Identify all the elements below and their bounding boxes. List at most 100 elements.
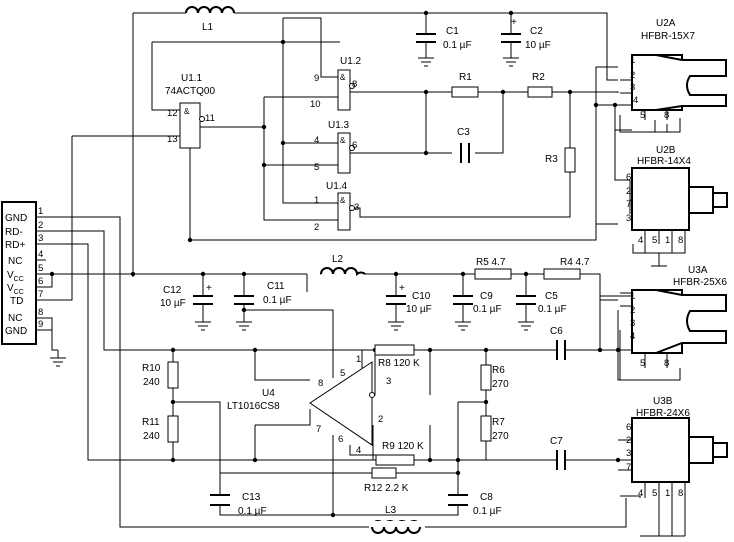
u1-4-pin-b: 2	[314, 222, 319, 233]
u4-pin-3: 3	[386, 376, 391, 387]
u2b-part: HFBR-14X4	[637, 156, 691, 167]
u4-pin-7: 7	[316, 424, 321, 435]
u3a-pin-1: 1	[630, 291, 635, 302]
u2a-pin-3: 3	[630, 82, 635, 93]
label-R3: R3	[545, 154, 558, 165]
conn-name-7: TD	[10, 296, 23, 307]
u3a-pins: 1 2 3 4 5 8	[630, 291, 669, 369]
svg-text:VCC: VCC	[7, 283, 24, 296]
conn-name-3: RD+	[5, 240, 25, 251]
u2a-module	[631, 54, 727, 111]
label-C2-val: 10 µF	[525, 40, 551, 51]
conn-name-4: NC	[8, 256, 22, 267]
u4-ref: U4	[262, 388, 275, 399]
conn-name-6: V	[7, 283, 14, 294]
label-C10-plus: +	[399, 283, 405, 294]
label-C13: C13	[242, 492, 261, 503]
label-C9: C9	[480, 291, 493, 302]
u4-pin-6: 6	[338, 434, 343, 445]
svg-text:RD-: RD-	[5, 227, 23, 238]
conn-name-1: GND	[5, 213, 27, 224]
conn-name-5: V	[7, 270, 14, 281]
u2a-part: HFBR-15X7	[641, 31, 695, 42]
u2a-pin-4: 4	[633, 95, 638, 106]
u2b-pin-8: 8	[678, 235, 683, 246]
label-C5-val: 0.1 µF	[538, 304, 567, 315]
u3a-ref: U3A	[688, 265, 708, 276]
connector-labels: GND RD- RD+ NC VCC VCC TD NC GND 1 2 3 4…	[5, 206, 43, 337]
u1-2-ref: U1.2	[340, 56, 362, 67]
label-C7: C7	[550, 436, 563, 447]
label-R7: R7	[492, 417, 505, 428]
u2b-pin-7: 7	[626, 199, 631, 210]
connector-pin-lines	[36, 216, 46, 331]
u2a-pin-5: 5	[640, 110, 645, 121]
gate-sym-u1-1: &	[184, 107, 190, 116]
label-C5: C5	[545, 291, 558, 302]
u1-2-pin-a: 9	[314, 73, 319, 84]
resistors	[167, 86, 581, 479]
comparator-out-bubble	[369, 392, 375, 398]
gate-sym-u1-2: &	[340, 73, 346, 82]
db9-connector	[1, 201, 37, 345]
u1-1-pin-b: 13	[167, 134, 178, 145]
label-R11-val: 240	[143, 431, 160, 442]
u3b-pin-6: 6	[626, 422, 631, 433]
label-C12-val: 10 µF	[160, 298, 186, 309]
u4-pin-2: 2	[378, 414, 383, 425]
label-R12: R12 2.2 K	[364, 483, 409, 494]
inductor-L3-coil	[371, 526, 421, 534]
u2b-pin-2: 2	[626, 186, 631, 197]
label-R11: R11	[142, 417, 160, 428]
label-R4: R4 4.7	[560, 257, 590, 268]
u3b-pin-2: 2	[626, 435, 631, 446]
u1-1-part: 74ACTQ00	[165, 86, 215, 97]
label-C1-val: 0.1 µF	[443, 40, 472, 51]
u3a-part: HFBR-25X6	[673, 277, 727, 288]
u1-1-pin-out: 11	[205, 113, 215, 124]
u2a-pin-2: 2	[630, 70, 635, 81]
label-C6: C6	[550, 326, 563, 337]
label-L2: L2	[332, 254, 344, 265]
svg-text:VCC: VCC	[7, 270, 24, 283]
gate-symbols: & & & &	[184, 73, 346, 205]
label-C2: C2	[530, 26, 543, 37]
inductor-L1	[185, 6, 235, 14]
passive-labels: L1 L2 L3 C1 0.1 µF C2 10 µF + C3 R1 R2 R…	[142, 17, 590, 517]
conn-name-2: RD-	[5, 227, 23, 238]
label-R10-val: 240	[143, 377, 160, 388]
u3b-module	[631, 417, 728, 483]
gate-sym-u1-3: &	[340, 136, 346, 145]
u1-2-pin-out: 8	[352, 79, 357, 90]
label-C8: C8	[480, 492, 493, 503]
u2b-pin-5: 5	[652, 235, 657, 246]
label-C13-val: 0.1 µF	[238, 506, 267, 517]
u3a-pin-3: 3	[630, 318, 635, 329]
gate-sym-u1-4: &	[340, 196, 346, 205]
svg-text:RD+: RD+	[5, 240, 25, 251]
label-C12: C12	[163, 285, 182, 296]
svg-text:GND: GND	[5, 326, 27, 337]
u4-pin-8: 8	[318, 378, 323, 389]
label-C2-plus: +	[511, 17, 517, 28]
label-C10-val: 10 µF	[406, 304, 432, 315]
u3a-pin-2: 2	[630, 305, 635, 316]
comparator-u4	[309, 361, 373, 446]
label-C8-val: 0.1 µF	[473, 506, 502, 517]
u3a-pin-8: 8	[664, 358, 669, 369]
label-R1: R1	[459, 72, 472, 83]
ic-labels: U1.1 74ACTQ00 U1.2 U1.3 U1.4 U4 LT1016CS…	[165, 18, 727, 419]
label-R6: R6	[492, 365, 505, 376]
u1-3-pin-a: 4	[314, 135, 319, 146]
label-C3: C3	[457, 127, 470, 138]
conn-pin-2: 2	[38, 220, 43, 231]
u4-pin-5: 5	[340, 368, 345, 379]
u4-pin-1: 1	[356, 354, 361, 365]
u3b-pin-3: 3	[626, 448, 631, 459]
label-R7-val: 270	[492, 431, 509, 442]
label-R8: R8 120 K	[378, 358, 420, 369]
conn-pin-8: 8	[38, 307, 43, 318]
label-C11: C11	[267, 281, 285, 292]
junction-dots	[49, 10, 621, 518]
